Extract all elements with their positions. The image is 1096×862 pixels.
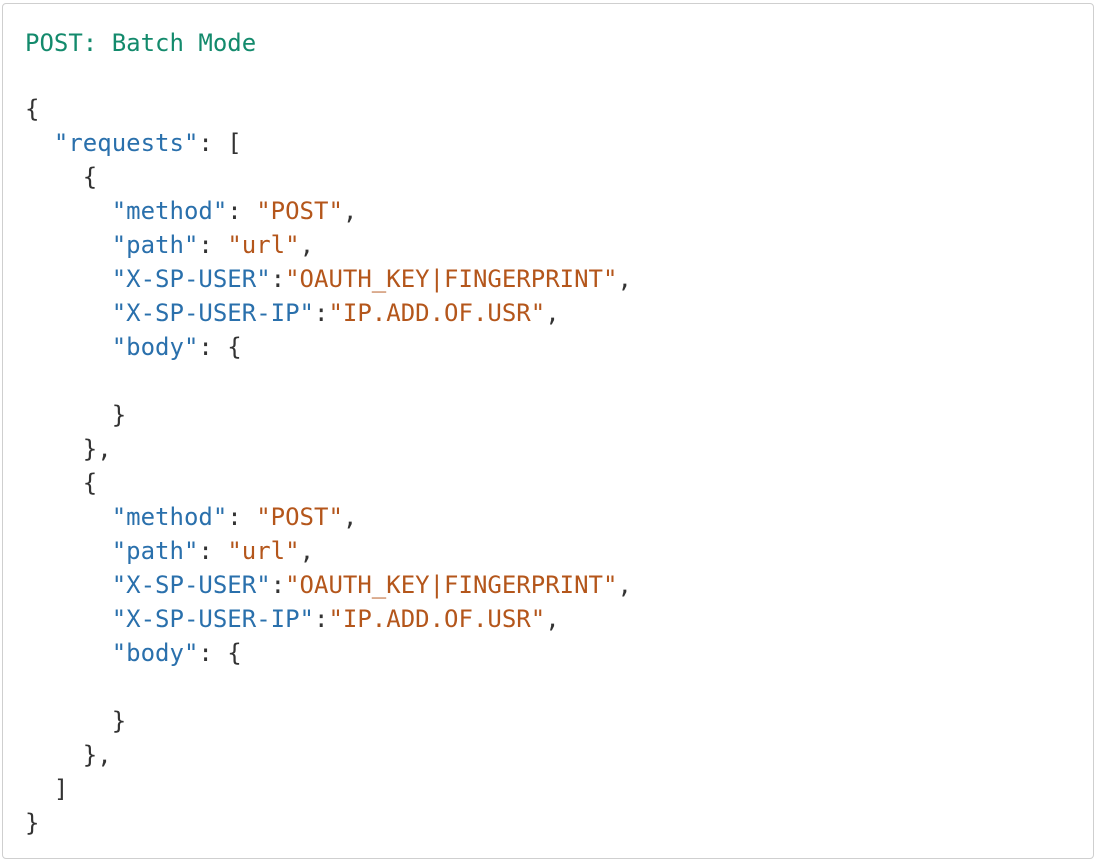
json-punctuation: : (227, 197, 257, 225)
json-string: "url" (227, 231, 300, 259)
json-key: "X-SP-USER-IP" (111, 605, 314, 633)
code-line: { (25, 466, 1093, 500)
json-punctuation: : (270, 265, 286, 293)
mode-label: Batch Mode (97, 29, 257, 57)
code-line: "X-SP-USER":"OAUTH_KEY|FINGERPRINT", (25, 568, 1093, 602)
json-punctuation: ] (25, 775, 69, 803)
json-key: "X-SP-USER-IP" (111, 299, 314, 327)
code-line: "X-SP-USER-IP":"IP.ADD.OF.USR", (25, 296, 1093, 330)
code-line: }, (25, 432, 1093, 466)
code-line: "X-SP-USER-IP":"IP.ADD.OF.USR", (25, 602, 1093, 636)
json-punctuation: , (299, 537, 315, 565)
json-punctuation: : { (198, 639, 242, 667)
json-punctuation: , (545, 605, 560, 633)
json-string: "url" (227, 537, 300, 565)
code-line: } (25, 704, 1093, 738)
json-punctuation: , (342, 197, 358, 225)
code-line: "body": { (25, 636, 1093, 670)
json-punctuation: : (314, 299, 329, 327)
json-punctuation: : { (198, 333, 242, 361)
code-line: { (25, 160, 1093, 194)
code-title: POST: Batch Mode (25, 26, 1093, 60)
json-punctuation: , (545, 299, 560, 327)
code-line: "requests": [ (25, 126, 1093, 160)
code-line: "body": { (25, 330, 1093, 364)
json-string: "POST" (256, 503, 343, 531)
code-line: } (25, 398, 1093, 432)
json-punctuation: : (270, 571, 286, 599)
json-string: "POST" (256, 197, 343, 225)
code-line: "path": "url", (25, 228, 1093, 262)
code-line: "method": "POST", (25, 500, 1093, 534)
json-key: "method" (111, 197, 228, 225)
json-punctuation (25, 231, 112, 259)
json-punctuation: } (25, 401, 127, 429)
json-key: "body" (111, 639, 199, 667)
json-key: "X-SP-USER" (111, 571, 271, 599)
json-string: "IP.ADD.OF.USR" (328, 605, 546, 633)
json-key: "X-SP-USER" (111, 265, 271, 293)
json-punctuation: { (25, 163, 98, 191)
json-punctuation: , (617, 265, 632, 293)
json-punctuation: : [ (198, 129, 242, 157)
code-line: "path": "url", (25, 534, 1093, 568)
json-punctuation: : (227, 503, 257, 531)
json-punctuation (25, 571, 112, 599)
json-string: "OAUTH_KEY|FINGERPRINT" (285, 571, 618, 599)
json-punctuation (25, 537, 112, 565)
json-punctuation (25, 333, 112, 361)
json-string: "OAUTH_KEY|FINGERPRINT" (285, 265, 618, 293)
code-line (25, 364, 1093, 398)
json-punctuation: : (314, 605, 329, 633)
code-line: { (25, 92, 1093, 126)
json-punctuation (25, 639, 112, 667)
code-block: POST: Batch Mode { "requests": [ { "meth… (2, 3, 1094, 859)
code-line: "method": "POST", (25, 194, 1093, 228)
code-line: ] (25, 772, 1093, 806)
json-punctuation: , (299, 231, 315, 259)
json-key: "requests" (53, 129, 199, 157)
json-punctuation: , (617, 571, 632, 599)
json-key: "body" (111, 333, 199, 361)
code-line: "X-SP-USER":"OAUTH_KEY|FINGERPRINT", (25, 262, 1093, 296)
json-punctuation: { (25, 469, 98, 497)
json-punctuation: } (25, 809, 40, 837)
json-punctuation (25, 197, 112, 225)
json-punctuation: }, (25, 435, 112, 463)
code-line: }, (25, 738, 1093, 772)
json-punctuation (25, 129, 54, 157)
json-punctuation: , (342, 503, 358, 531)
json-punctuation (25, 265, 112, 293)
json-punctuation (25, 605, 112, 633)
json-key: "path" (111, 231, 199, 259)
json-punctuation: : (198, 537, 228, 565)
json-punctuation: }, (25, 741, 112, 769)
json-key: "method" (111, 503, 228, 531)
code-body: { "requests": [ { "method": "POST", "pat… (25, 92, 1093, 840)
code-line (25, 670, 1093, 704)
json-key: "path" (111, 537, 199, 565)
json-string: "IP.ADD.OF.USR" (328, 299, 546, 327)
json-punctuation (25, 299, 112, 327)
json-punctuation (25, 503, 112, 531)
json-punctuation: { (25, 95, 40, 123)
http-method-label: POST: (25, 29, 98, 57)
code-line: } (25, 806, 1093, 840)
json-punctuation: } (25, 707, 127, 735)
json-punctuation: : (198, 231, 228, 259)
